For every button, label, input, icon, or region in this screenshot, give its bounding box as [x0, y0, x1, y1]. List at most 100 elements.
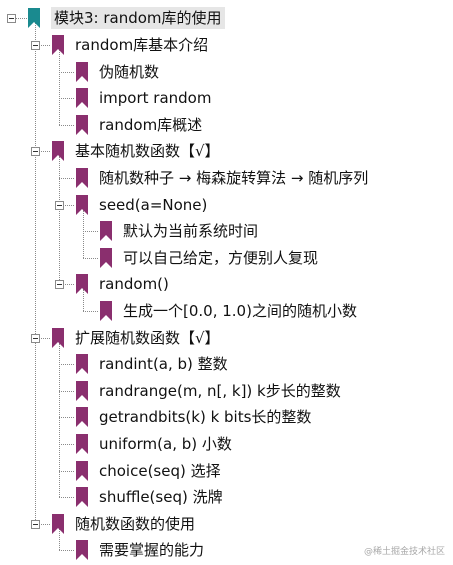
tree-connector-line — [59, 177, 74, 179]
tree-node[interactable]: shuffle(seq) 洗牌 — [75, 484, 223, 510]
node-label: 生成一个[0.0, 1.0)之间的随机小数 — [123, 301, 357, 320]
collapse-toggle[interactable] — [31, 333, 40, 343]
node-label: choice(seq) 选择 — [99, 461, 221, 480]
node-label: 需要掌握的能力 — [99, 541, 205, 560]
bookmark-icon — [75, 61, 89, 83]
tree-node[interactable]: random库基本介绍 — [51, 32, 208, 58]
node-label: uniform(a, b) 小数 — [99, 434, 232, 453]
tree-node[interactable]: 伪随机数 — [75, 59, 159, 85]
bookmark-icon — [51, 140, 65, 162]
tree-node[interactable]: 可以自己给定，方便别人复现 — [99, 245, 318, 271]
tree-guide-line — [83, 289, 84, 311]
tree-node[interactable]: 需要掌握的能力 — [75, 537, 204, 563]
tree-connector-line — [59, 550, 74, 552]
tree-node[interactable]: 随机数函数的使用 — [51, 511, 195, 537]
bookmark-icon — [75, 194, 89, 216]
bookmark-icon — [75, 273, 89, 295]
tree-node[interactable]: randrange(m, n[, k]) k步长的整数 — [75, 378, 341, 404]
tree-connector-line — [59, 470, 74, 472]
bookmark-icon — [75, 167, 89, 189]
bookmark-icon — [51, 327, 65, 349]
bookmark-icon — [75, 486, 89, 508]
tree-node[interactable]: random() — [75, 271, 169, 297]
node-label: 随机数函数的使用 — [75, 514, 196, 533]
tree-node[interactable]: 基本随机数函数【√】 — [51, 138, 220, 164]
bookmark-icon — [75, 406, 89, 428]
bookmark-icon — [99, 220, 113, 242]
tree-connector-line — [83, 231, 98, 233]
node-label: 扩展随机数函数【√】 — [75, 328, 220, 347]
node-label: random() — [99, 275, 169, 294]
bookmark-icon — [75, 353, 89, 375]
collapse-toggle[interactable] — [31, 40, 40, 50]
node-label: getrandbits(k) k bits长的整数 — [99, 408, 312, 427]
tree-node[interactable]: choice(seq) 选择 — [75, 458, 221, 484]
node-label: randint(a, b) 整数 — [99, 355, 228, 374]
bookmark-icon — [99, 300, 113, 322]
tree-connector-line — [35, 523, 50, 525]
bookmark-icon — [75, 380, 89, 402]
node-label: 模块3: random库的使用 — [51, 7, 225, 30]
bookmark-teal-icon — [27, 7, 41, 29]
tree-connector-line — [59, 204, 74, 206]
node-label: random库概述 — [99, 115, 203, 134]
tree-connector-line — [59, 98, 74, 100]
tree-connector-line — [59, 71, 74, 73]
bookmark-icon — [75, 433, 89, 455]
bookmark-icon — [99, 247, 113, 269]
bookmark-icon — [75, 460, 89, 482]
bookmark-icon — [75, 114, 89, 136]
tree-node[interactable]: 扩展随机数函数【√】 — [51, 325, 220, 351]
collapse-toggle[interactable] — [55, 280, 64, 290]
node-label: seed(a=None) — [99, 195, 208, 214]
tree-node[interactable]: 随机数种子 → 梅森旋转算法 → 随机序列 — [75, 165, 368, 191]
node-label: 伪随机数 — [99, 62, 160, 81]
collapse-toggle[interactable] — [31, 519, 40, 529]
tree-node[interactable]: seed(a=None) — [75, 192, 207, 218]
tree-node[interactable]: uniform(a, b) 小数 — [75, 431, 232, 457]
tree-connector-line — [35, 44, 50, 46]
tree-connector-line — [59, 443, 74, 445]
node-label: random库基本介绍 — [75, 35, 209, 54]
bookmark-icon — [75, 87, 89, 109]
tree-node[interactable]: 生成一个[0.0, 1.0)之间的随机小数 — [99, 298, 357, 324]
tree-node[interactable]: 默认为当前系统时间 — [99, 218, 258, 244]
bookmark-icon — [75, 539, 89, 561]
tree-connector-line — [59, 417, 74, 419]
tree-connector-line — [16, 18, 27, 20]
tree-guide-line — [83, 209, 84, 258]
tree-guide-line — [35, 23, 36, 524]
node-label: 随机数种子 → 梅森旋转算法 → 随机序列 — [99, 168, 369, 187]
tree-root-node[interactable]: 模块3: random库的使用 — [27, 5, 225, 31]
tree-node[interactable]: getrandbits(k) k bits长的整数 — [75, 404, 311, 430]
tree-node[interactable]: random库概述 — [75, 112, 202, 138]
node-label: import random — [99, 89, 212, 108]
tree-guide-line — [59, 528, 60, 551]
tree-connector-line — [59, 124, 74, 126]
tree-guide-line — [59, 342, 60, 498]
tree-node[interactable]: import random — [75, 85, 211, 111]
node-label: randrange(m, n[, k]) k步长的整数 — [99, 381, 341, 400]
collapse-toggle[interactable] — [55, 200, 64, 210]
tree-connector-line — [83, 310, 98, 312]
watermark: @稀土掘金技术社区 — [363, 547, 445, 557]
tree-connector-line — [59, 284, 74, 286]
node-label: shuffle(seq) 洗牌 — [99, 488, 223, 507]
tree-connector-line — [35, 337, 50, 339]
tree-connector-line — [35, 151, 50, 153]
tree-connector-line — [83, 257, 98, 259]
node-label: 可以自己给定，方便别人复现 — [123, 248, 319, 267]
tree-guide-line — [59, 49, 60, 125]
collapse-toggle[interactable] — [7, 14, 16, 24]
bookmark-icon — [51, 513, 65, 535]
tree-guide-line — [59, 156, 60, 285]
node-label: 默认为当前系统时间 — [123, 222, 259, 241]
tree-connector-line — [59, 390, 74, 392]
bookmark-icon — [51, 34, 65, 56]
node-label: 基本随机数函数【√】 — [75, 142, 220, 161]
tree-connector-line — [59, 497, 74, 499]
tree-node[interactable]: randint(a, b) 整数 — [75, 351, 228, 377]
collapse-toggle[interactable] — [31, 147, 40, 157]
tree-connector-line — [59, 364, 74, 366]
